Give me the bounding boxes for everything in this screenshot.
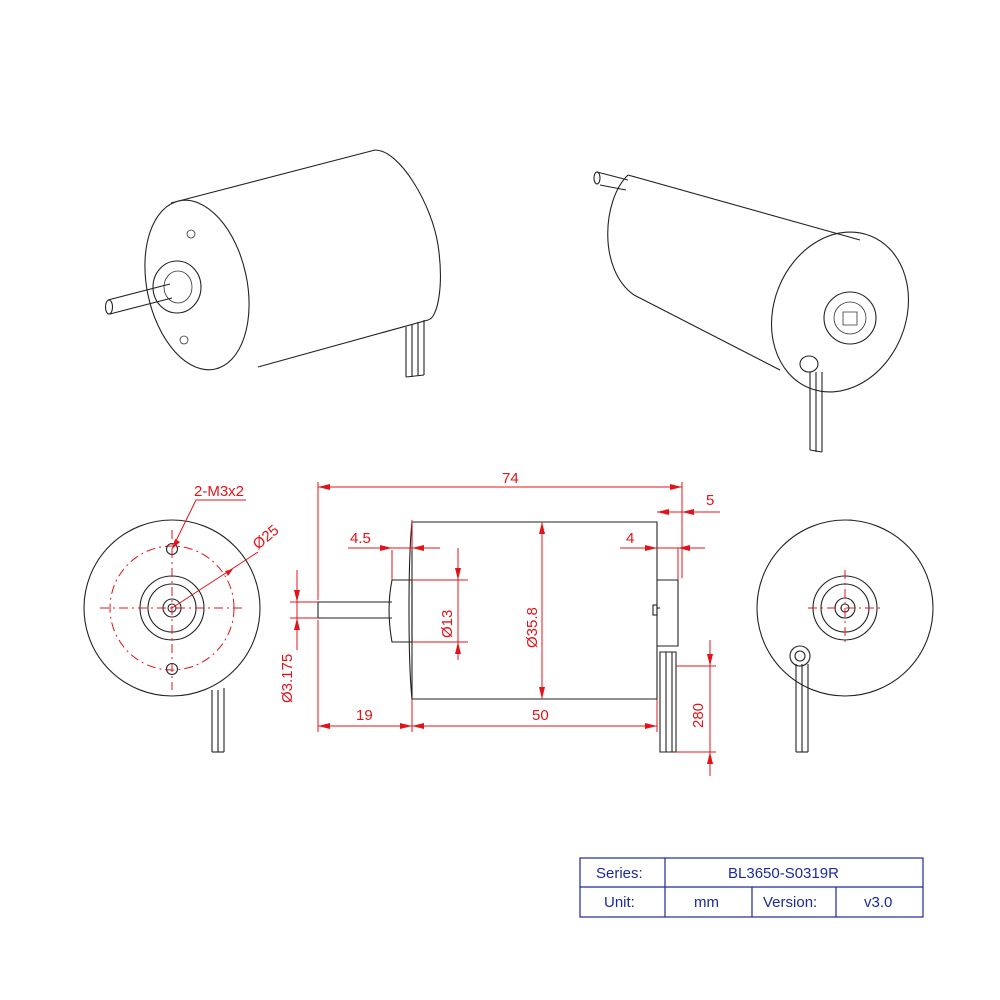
dim-bolt-circle: Ø25 xyxy=(250,522,283,553)
unit-label: Unit: xyxy=(604,894,635,911)
motor-iso-front-view xyxy=(104,149,441,378)
motor-front-view xyxy=(83,499,261,753)
motor-iso-rear-view xyxy=(593,171,910,453)
unit-value: mm xyxy=(694,894,719,911)
dim-body-diameter: Ø35.8 xyxy=(524,607,541,648)
version-label: Version: xyxy=(763,894,817,911)
dimension-lines xyxy=(290,482,720,776)
dim-rear-boss: 4 xyxy=(626,530,634,547)
motor-rear-view xyxy=(756,519,934,753)
dim-lead-length: 280 xyxy=(690,703,707,728)
dimension-labels: 2-M3x2 Ø25 74 5 4.5 4 Ø13 Ø35.8 Ø3.175 1… xyxy=(194,470,714,728)
title-block: Series: BL3650-S0319R Unit: mm Version: … xyxy=(579,857,924,918)
dim-overall-length: 74 xyxy=(502,470,519,487)
dim-shaft-diameter: Ø3.175 xyxy=(279,654,296,703)
dim-boss-length: 4.5 xyxy=(350,530,371,547)
series-value: BL3650-S0319R xyxy=(728,865,839,882)
dim-end-gap: 5 xyxy=(706,492,714,509)
dim-boss-diameter: Ø13 xyxy=(439,610,456,638)
version-value: v3.0 xyxy=(864,894,892,911)
dim-body-length: 50 xyxy=(532,707,549,724)
dim-holes: 2-M3x2 xyxy=(194,483,244,500)
series-label: Series: xyxy=(596,865,643,882)
dim-shaft-length: 19 xyxy=(356,707,373,724)
